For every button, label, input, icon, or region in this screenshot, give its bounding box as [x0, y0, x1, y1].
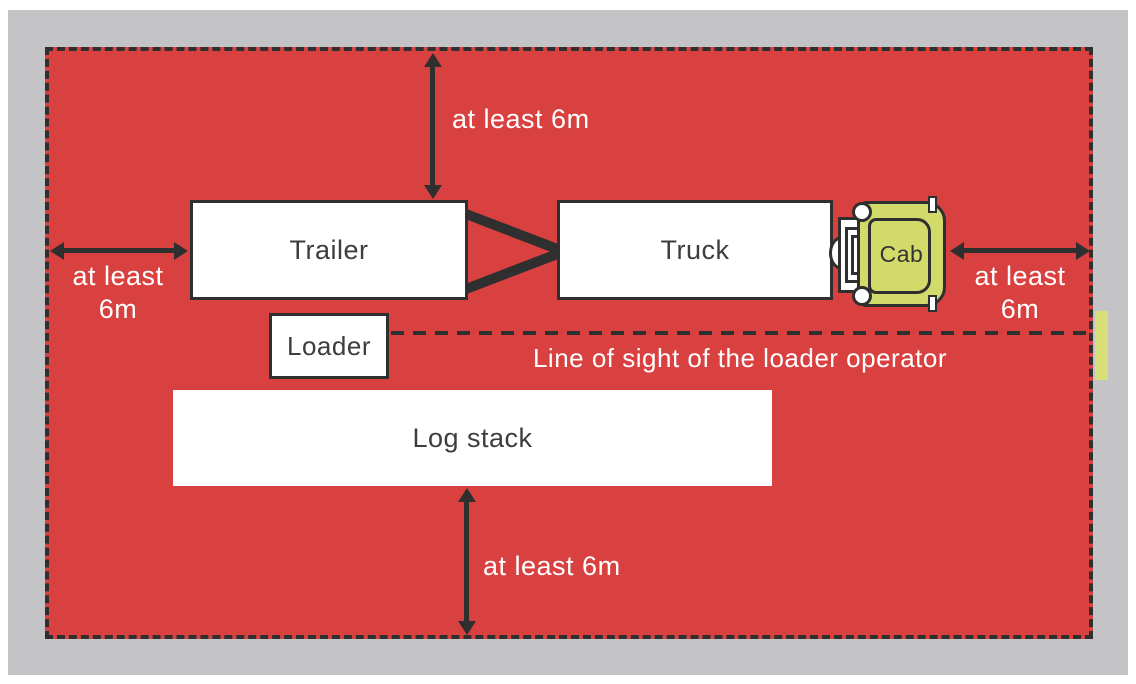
trailer-box: Trailer: [190, 200, 468, 300]
right-clearance-label: at least 6m: [950, 260, 1090, 326]
right-clearance-line1: at least: [974, 261, 1066, 291]
cab-body: Cab: [857, 201, 946, 307]
top-clearance-arrow: [430, 66, 435, 186]
cab-front-wheel-bottom-icon: [852, 286, 872, 306]
cab-mirror-top-icon: [928, 196, 937, 213]
bottom-clearance-label: at least 6m: [483, 551, 621, 581]
cab-front-wheel-top-icon: [852, 202, 872, 222]
cab-roof-outline-icon: [868, 218, 931, 294]
bottom-clearance-arrow: [464, 501, 469, 622]
exclusion-zone: [45, 47, 1093, 639]
cab-label: Cab: [879, 240, 924, 267]
left-clearance-line2: 6m: [98, 294, 138, 324]
loader-label: Loader: [287, 330, 371, 361]
top-clearance-label: at least 6m: [452, 104, 590, 134]
log-stack-box: Log stack: [173, 390, 772, 486]
log-stack-label: Log stack: [412, 422, 533, 453]
loader-box: Loader: [269, 313, 389, 379]
cab-mirror-bottom-icon: [928, 295, 937, 312]
left-clearance-line1: at least: [72, 261, 164, 291]
truck-box: Truck: [557, 200, 833, 300]
truck-label: Truck: [660, 234, 730, 265]
right-clearance-arrow: [963, 248, 1077, 253]
line-of-sight-label: Line of sight of the loader operator: [532, 343, 948, 373]
trailer-label: Trailer: [289, 234, 369, 265]
left-clearance-label: at least 6m: [48, 260, 188, 326]
right-clearance-line2: 6m: [1000, 294, 1040, 324]
partial-object-outside-zone: [1095, 311, 1108, 380]
line-of-sight-dashed-line: [391, 331, 1089, 335]
left-clearance-arrow: [63, 248, 175, 253]
